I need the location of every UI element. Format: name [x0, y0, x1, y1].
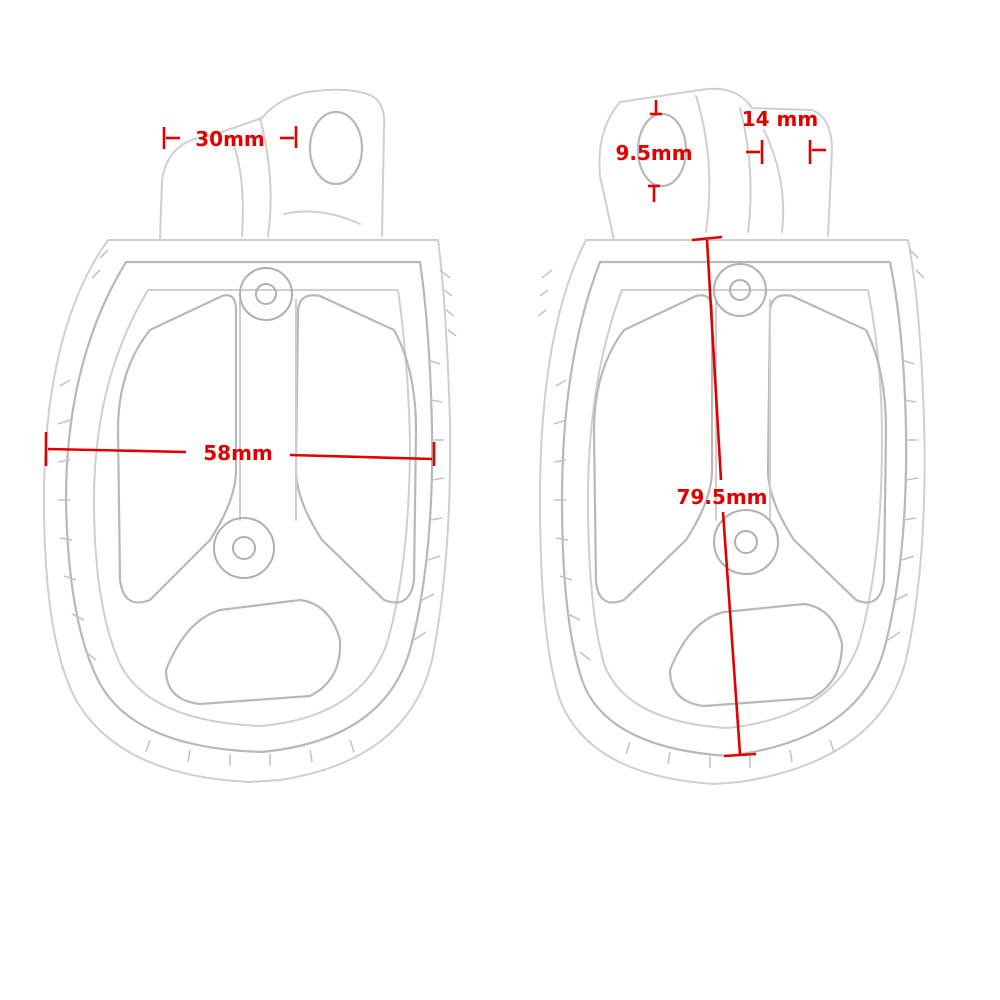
right-cutout-upper-left [592, 294, 714, 604]
right-cutout-upper-right [766, 294, 888, 604]
mount-thickness-label: 14 mm [742, 107, 818, 131]
left-mount-hole [308, 110, 364, 186]
left-foot-peg [43, 88, 457, 783]
right-peg-body [539, 239, 926, 785]
right-serrations [553, 359, 919, 768]
right-mount-tab [598, 87, 833, 241]
left-peg-frame [64, 260, 434, 754]
right-bolt-top [713, 263, 767, 317]
left-peg-body [43, 239, 452, 783]
dimension-pad-width: 58mm [44, 432, 436, 466]
left-cutout-lower [164, 598, 342, 706]
hole-diameter-label: 9.5mm [615, 141, 692, 165]
right-cutout-lower [668, 602, 844, 708]
pad-length-label: 79.5mm [676, 485, 767, 509]
left-serrations [57, 359, 445, 766]
left-bolt-top [239, 267, 293, 321]
left-bolt-bottom [213, 517, 275, 579]
left-cutout-upper-left [116, 294, 238, 604]
right-foot-peg [537, 87, 926, 785]
dimension-pad-length: 79.5mm [676, 235, 768, 758]
dimension-hole-diameter: 9.5mm [615, 100, 693, 202]
mount-width-label: 30mm [195, 127, 265, 151]
dimension-mount-width: 30mm [162, 126, 298, 151]
left-cutout-upper-right [294, 294, 418, 604]
left-mount-tab [159, 88, 386, 241]
dimension-mount-thickness: 14 mm [742, 107, 826, 164]
right-bolt-bottom [713, 509, 779, 575]
pad-width-label: 58mm [203, 441, 273, 465]
